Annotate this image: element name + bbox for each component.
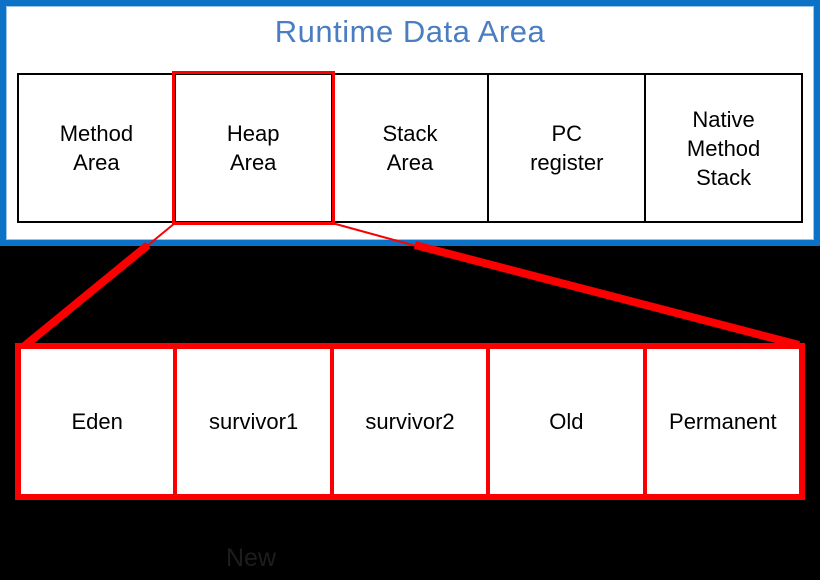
heap-cell-survivor2: survivor2 <box>334 349 491 494</box>
runtime-area-row: Method Area Heap Area Stack Area PC regi… <box>17 73 803 223</box>
heap-cell-survivor1: survivor1 <box>177 349 334 494</box>
heap-cell-eden: Eden <box>21 349 178 494</box>
heap-detail-row: Eden survivor1 survivor2 Old Permanent <box>15 343 805 500</box>
connector-left-thick-segment <box>19 241 151 352</box>
runtime-cell-native-method-stack: Native Method Stack <box>686 106 761 190</box>
new-generation-label: New <box>226 544 277 572</box>
runtime-cell-stack-area: Stack Area <box>333 75 490 221</box>
heap-cell-permanent: Permanent <box>669 408 777 434</box>
runtime-cell-method-area: Method Area <box>19 75 176 221</box>
runtime-cell-pc-register: PC register <box>489 75 647 221</box>
connector-right-thick-segment <box>413 241 801 349</box>
runtime-cell-heap-area: Heap Area <box>176 75 333 221</box>
heap-cell-old: Old <box>490 349 647 494</box>
diagram-title: Runtime Data Area <box>274 14 546 49</box>
